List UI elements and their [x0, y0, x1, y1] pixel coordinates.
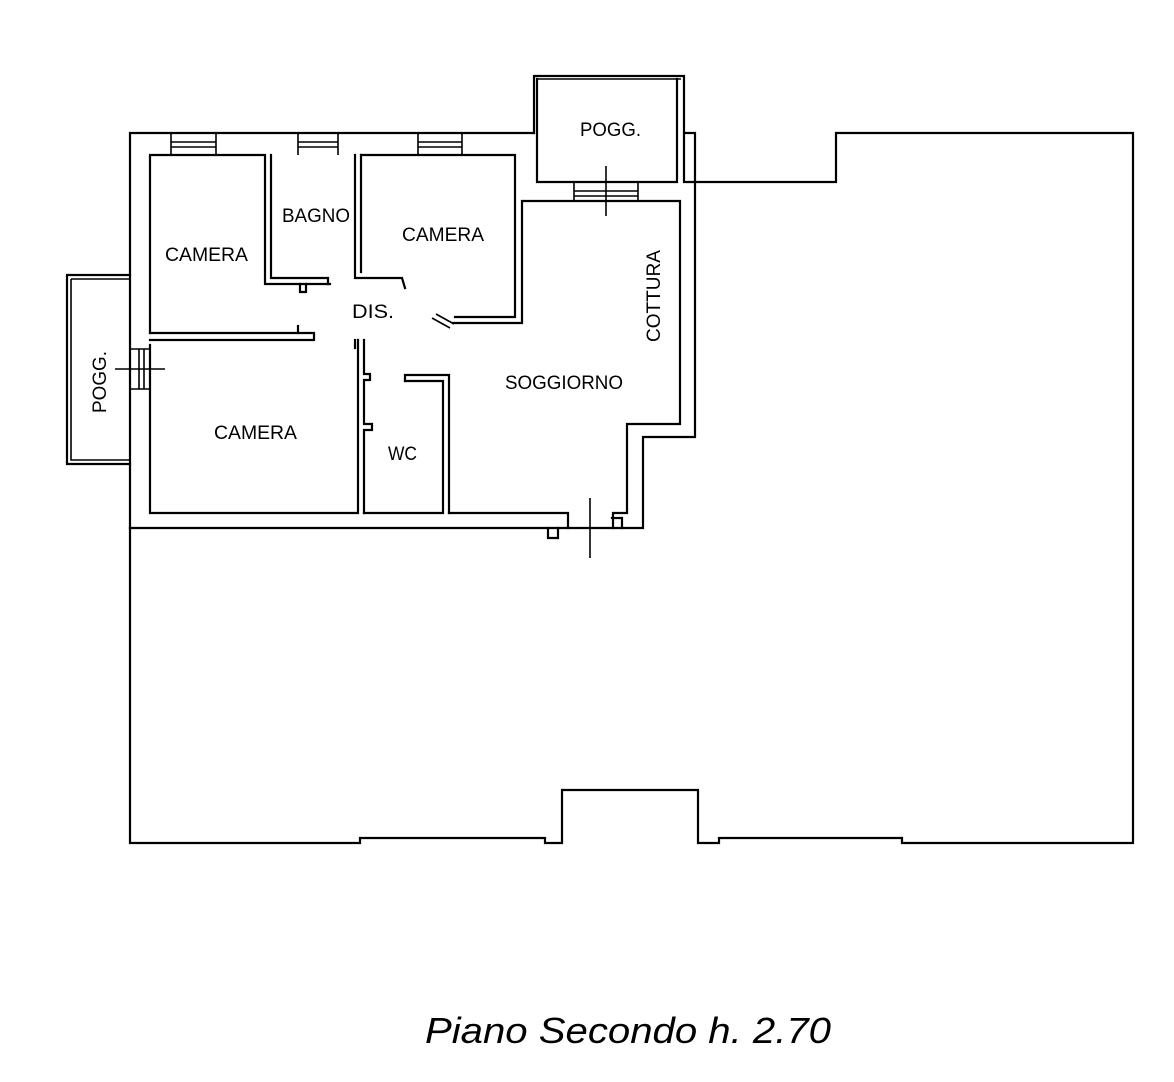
- window-bagno: [297, 133, 339, 155]
- room-label-camera-n: CAMERA: [402, 225, 484, 246]
- building-outline: [128, 131, 1135, 845]
- room-label-bagno: BAGNO: [282, 206, 350, 227]
- plan-caption: Piano Secondo h. 2.70: [425, 1010, 831, 1051]
- room-label-pogg-top: POGG.: [580, 120, 641, 141]
- room-label-dis: DIS.: [352, 302, 394, 323]
- apartment-walls: [128, 131, 697, 540]
- room-label-camera-sw: CAMERA: [214, 423, 297, 444]
- room-label-cottura: COTTURA: [644, 250, 665, 342]
- balcony-top: [532, 74, 697, 216]
- window-camera-nw: [170, 133, 217, 155]
- room-label-wc: WC: [388, 444, 417, 465]
- room-label-pogg-left: POGG.: [90, 351, 111, 413]
- room-label-camera-nw: CAMERA: [165, 245, 248, 266]
- room-labels: CAMERA BAGNO CAMERA POGG. DIS. COTTURA S…: [90, 120, 665, 465]
- room-label-soggiorno: SOGGIORNO: [505, 373, 623, 394]
- window-camera-n: [417, 133, 463, 155]
- entrance-mark: [568, 498, 612, 558]
- windows: [170, 133, 463, 155]
- balcony-left: [65, 273, 165, 466]
- partitions: [148, 153, 517, 515]
